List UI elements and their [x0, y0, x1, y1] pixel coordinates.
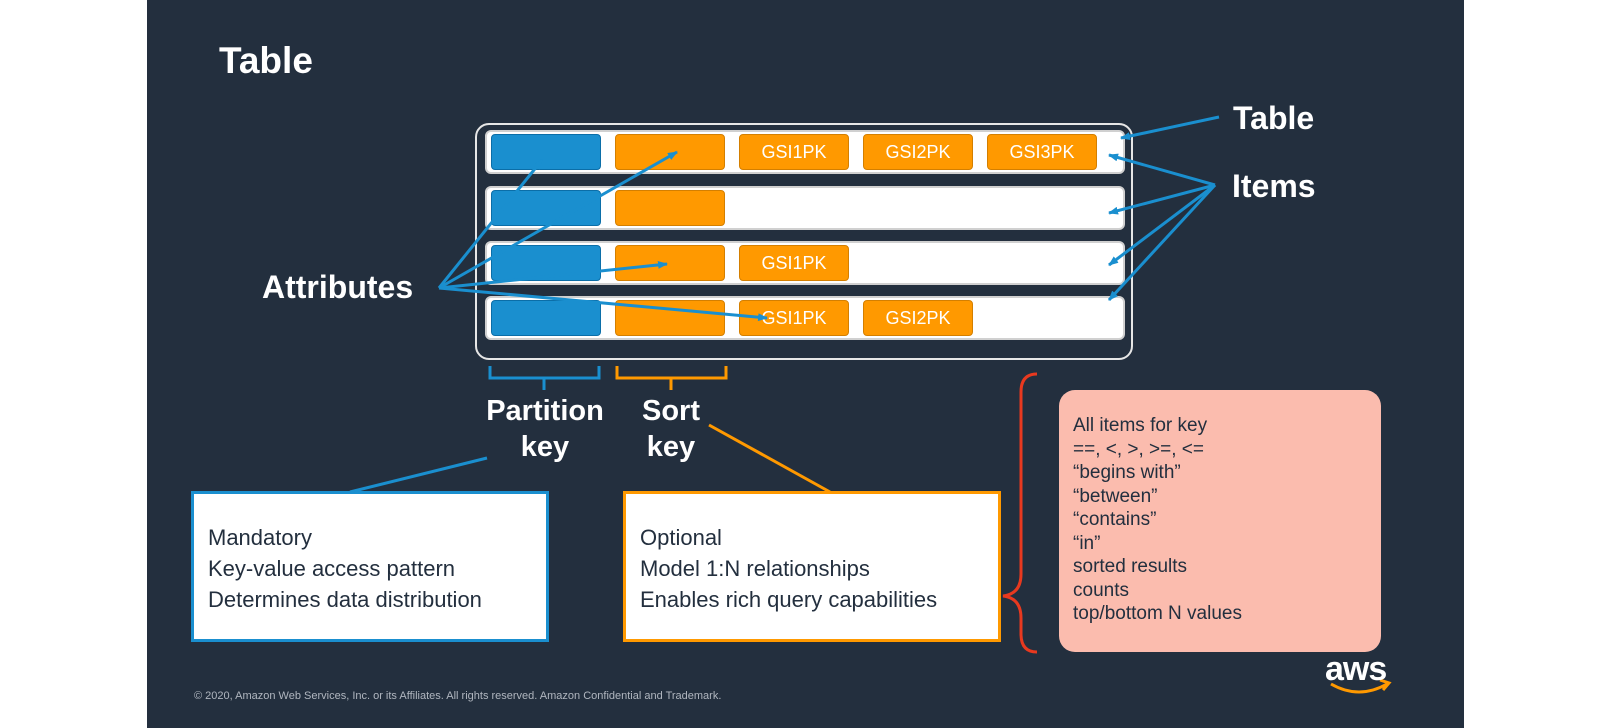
attributes-arrow [438, 260, 668, 290]
sort-key-cell [615, 190, 725, 226]
attributes-arrow [438, 150, 678, 290]
query-capability: top/bottom N values [1073, 603, 1242, 624]
sort-key-box: Optional Model 1:N relationships Enables… [623, 491, 1001, 642]
sort-key-box-line: Model 1:N relationships [640, 556, 870, 581]
items-arrow [1108, 153, 1216, 187]
partition-key-label-line: key [520, 431, 570, 463]
query-capability: “contains” [1073, 509, 1157, 530]
items-arrow [1108, 183, 1216, 215]
copyright-footer: © 2020, Amazon Web Services, Inc. or its… [194, 690, 722, 702]
query-capability: ==, <, >, >=, <= [1073, 438, 1204, 460]
query-capability: All items for key [1073, 415, 1208, 436]
query-brace [1002, 372, 1038, 654]
attributes-arrow [437, 159, 544, 289]
sort-key-brace [615, 366, 728, 390]
sort-key-box-line: Optional [640, 525, 722, 550]
partition-key-cell [491, 300, 601, 336]
items-label: Items [1232, 168, 1316, 204]
query-capabilities-box: All items for key ==, <, >, >=, <= “begi… [1059, 390, 1381, 652]
items-arrow [1108, 183, 1216, 267]
attributes-arrow [438, 286, 768, 322]
partition-key-box: Mandatory Key-value access pattern Deter… [191, 491, 549, 642]
aws-logo: aws [1325, 650, 1387, 688]
item-row: GSI1PK GSI2PK [485, 296, 1125, 340]
sort-key-label: Sort key [617, 393, 725, 465]
attributes-label: Attributes [262, 269, 414, 305]
partition-key-leader [349, 456, 488, 494]
sort-key-cell [615, 245, 725, 281]
item-row: GSI1PK GSI2PK GSI3PK [485, 130, 1125, 174]
query-capability: counts [1073, 579, 1129, 601]
query-capability: “begins with” [1073, 462, 1181, 483]
aws-smile-icon [1330, 682, 1388, 694]
table-arrow [1120, 115, 1220, 141]
gsi-cell: GSI2PK [863, 300, 973, 336]
connector-layer [349, 115, 1392, 694]
query-capability: “in” [1073, 532, 1101, 554]
partition-key-box-line: Determines data distribution [208, 587, 482, 612]
partition-key-box-line: Key-value access pattern [208, 556, 456, 581]
gsi-cell: GSI1PK [739, 134, 849, 170]
items-arrow [1107, 183, 1217, 302]
partition-key-label-line: Partition [486, 395, 604, 427]
gsi-cell: GSI3PK [987, 134, 1097, 170]
aws-smile-arrowhead-icon [1379, 678, 1392, 691]
sort-key-label-line: key [646, 431, 696, 463]
sort-key-label-line: Sort [642, 395, 700, 427]
partition-key-cell [491, 245, 601, 281]
partition-key-cell [491, 134, 601, 170]
item-row: GSI1PK [485, 241, 1125, 285]
gsi-cell: GSI2PK [863, 134, 973, 170]
query-capability: “between” [1073, 485, 1158, 507]
partition-key-box-line: Mandatory [208, 525, 312, 550]
slide-title: Table [219, 40, 313, 81]
query-capability: sorted results [1073, 556, 1188, 577]
gsi-cell: GSI1PK [739, 245, 849, 281]
sort-key-leader [708, 423, 831, 494]
slide: Table GSI1PK GSI2PK GSI3PK GSI1PK GSI1PK… [147, 0, 1464, 728]
table-label: Table [1233, 100, 1315, 136]
partition-key-brace [488, 366, 601, 390]
sort-key-box-line: Enables rich query capabilities [640, 587, 938, 612]
partition-key-label: Partition key [477, 393, 613, 465]
